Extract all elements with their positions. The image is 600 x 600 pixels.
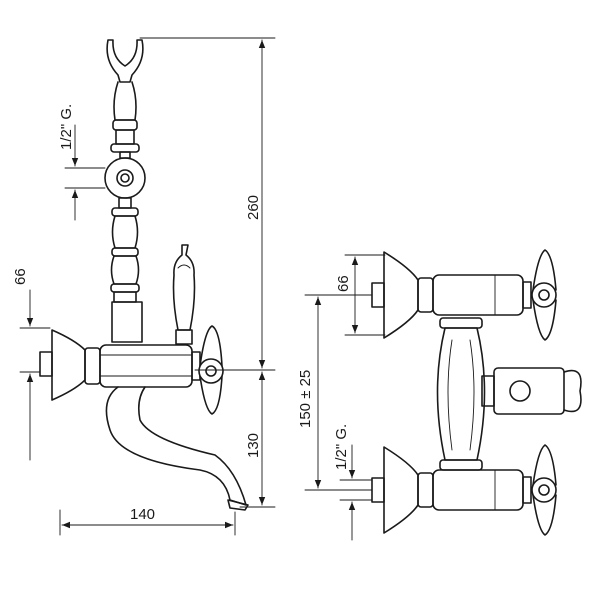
dimension-label: 1/2" G. bbox=[333, 424, 350, 470]
body bbox=[39, 329, 201, 401]
dimension-label: 260 bbox=[245, 195, 262, 220]
shower-holder bbox=[104, 39, 146, 199]
dimension-label: 1/2" G. bbox=[58, 104, 75, 150]
dimension-label: 150 ± 25 bbox=[297, 370, 314, 428]
cross-handle bbox=[198, 325, 224, 415]
right-faucet-view: 66 150 ± 25 1/2" G. bbox=[297, 249, 582, 541]
dimension-label: 130 bbox=[245, 433, 262, 458]
dimension-lines-left bbox=[19, 37, 276, 536]
dimension-label: 66 bbox=[335, 275, 352, 292]
dimension-lines-right bbox=[304, 254, 386, 541]
dimension-label: 66 bbox=[12, 268, 29, 285]
left-faucet-view: 1/2" G. 260 66 130 140 bbox=[12, 37, 276, 536]
column bbox=[110, 197, 143, 343]
dimension-label: 140 bbox=[130, 506, 155, 523]
top-valve bbox=[371, 249, 557, 341]
bottom-valve bbox=[371, 444, 557, 536]
spout bbox=[105, 386, 249, 511]
center-body bbox=[436, 317, 582, 471]
lever-handle bbox=[172, 244, 196, 345]
